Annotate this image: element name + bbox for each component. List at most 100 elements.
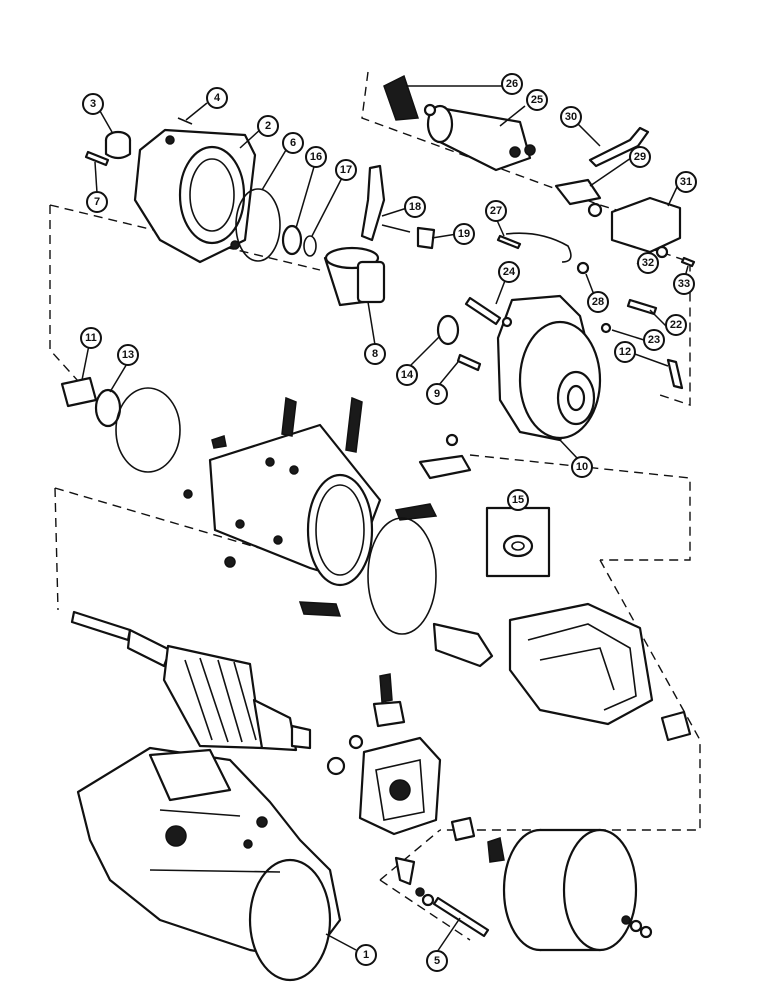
solenoid-boot-part [383,74,420,121]
washer-part [629,919,643,933]
svg-text:31: 31 [680,176,692,188]
callout-29: 29 [629,146,651,168]
callout-1: 1 [355,944,377,966]
bolt-part [496,234,522,250]
washer-part [600,322,612,334]
callout-2: 2 [257,115,279,137]
insulator-part [298,601,342,617]
screw-part [456,353,482,372]
callout-8: 8 [364,343,386,365]
solenoid-part [423,103,536,172]
bushing-part [660,710,692,742]
nut-part [415,887,425,897]
svg-text:7: 7 [94,196,100,208]
screw-part [680,256,696,268]
washer-part [655,245,669,259]
svg-text:27: 27 [490,205,502,217]
svg-text:22: 22 [670,319,682,331]
o-ring-part [367,517,437,635]
brush-holder-part [358,736,442,836]
callout-7: 7 [86,191,108,213]
svg-text:23: 23 [648,334,660,346]
callout-32: 32 [637,252,659,274]
callout-16: 16 [305,146,327,168]
callout-17: 17 [335,159,357,181]
washer-part [281,224,303,256]
svg-text:32: 32 [642,257,654,269]
callout-31: 31 [675,171,697,193]
svg-text:6: 6 [290,137,296,149]
pole-shoe-part [211,435,227,449]
bushing-part [60,376,98,408]
terminal-part [372,700,406,728]
commutator-end-frame [496,294,602,442]
callout-11: 11 [80,327,102,349]
nut-part [587,202,603,218]
svg-text:1: 1 [363,949,369,961]
svg-text:33: 33 [678,278,690,290]
screw-part [445,433,459,447]
armature-part [70,610,312,752]
callout-33: 33 [673,273,695,295]
bracket-part [416,226,436,250]
callout-14: 14 [396,364,418,386]
svg-text:9: 9 [434,388,440,400]
field-coil-assembly [508,602,654,726]
nut-part [576,261,590,275]
callout-28: 28 [587,291,609,313]
brush-group-outline [379,829,471,941]
bushing-part [450,816,476,842]
o-ring-part [115,387,181,473]
svg-text:4: 4 [214,92,221,104]
callout-12: 12 [614,341,636,363]
screw-part [345,396,363,453]
terminal-cover-part [610,196,682,254]
callout-19: 19 [453,223,475,245]
through-bolt-part [464,296,502,326]
bushing-part [348,734,364,750]
svg-text:30: 30 [565,111,577,123]
nut-part [621,915,631,925]
callout-26: 26 [501,73,523,95]
svg-text:26: 26 [506,78,518,90]
svg-text:14: 14 [401,369,414,381]
callout-3: 3 [82,93,104,115]
brush-spring-part [379,673,393,703]
nut-part [639,925,653,939]
washer-part [326,756,346,776]
terminal-link-part [588,126,650,168]
svg-text:8: 8 [372,348,378,360]
through-bolt-part [432,896,490,938]
pin-part [666,358,684,390]
callout-23: 23 [643,329,665,351]
callout-13: 13 [117,344,139,366]
terminal-bracket-part [554,178,602,206]
washer-part [501,316,513,328]
svg-text:28: 28 [592,296,604,308]
insulator-part [394,503,438,521]
svg-text:10: 10 [576,461,588,473]
callout-9: 9 [426,383,448,405]
svg-text:13: 13 [122,349,134,361]
seal-part [487,837,505,863]
callout-18: 18 [404,196,426,218]
callout-30: 30 [560,106,582,128]
svg-text:18: 18 [409,201,421,213]
svg-text:15: 15 [512,494,524,506]
drive-pinion-assembly [323,246,386,307]
screw-part [281,396,297,437]
washer-part [421,893,435,907]
field-frame-housing [208,423,382,587]
callout-24: 24 [498,261,520,283]
svg-text:3: 3 [90,98,96,110]
svg-text:5: 5 [434,955,440,967]
svg-text:17: 17 [340,164,352,176]
lever-pin-part [381,224,411,233]
retainer-ring-part [303,235,317,257]
svg-text:2: 2 [265,120,271,132]
callout-25: 25 [526,89,548,111]
assembled-starter-motor [76,746,342,982]
bushing-part [104,130,132,160]
callout-5: 5 [426,950,448,972]
